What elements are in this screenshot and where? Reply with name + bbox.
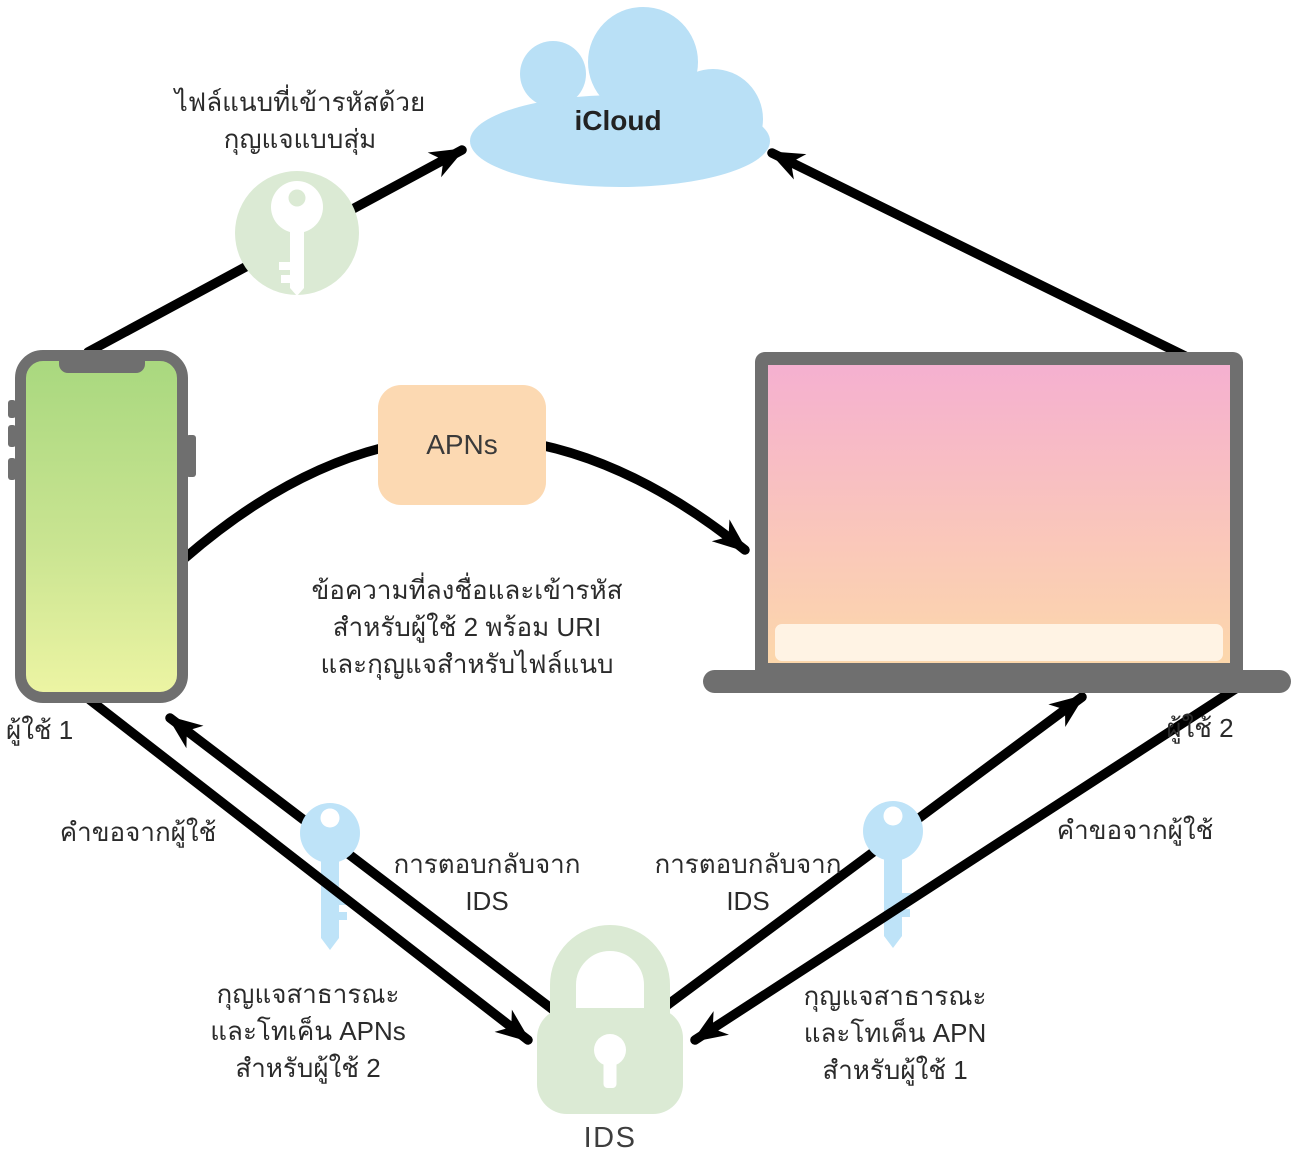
arrow-ids-to-phone (165, 713, 561, 1017)
phone-power-button (186, 435, 196, 477)
arrow-laptop-to-icloud (767, 148, 1190, 361)
request-from-user-right-label: คำขอจากผู้ใช้ (1056, 815, 1214, 845)
public-key-user1-annotation: กุญแจสาธารณะ และโทเค็น APN สำหรับผู้ใช้ … (803, 981, 987, 1085)
arrow-phone-to-ids (85, 695, 533, 1045)
public-key-icon-right (863, 801, 923, 948)
public-key-icon-left (300, 803, 360, 950)
user2-label: ผู้ใช้ 2 (1166, 713, 1234, 743)
laptop-screen-glare (775, 624, 1223, 661)
user2-laptop-base (703, 670, 1291, 693)
icloud-cloud-icon (470, 7, 770, 187)
user2-laptop-screen (755, 352, 1243, 676)
arrow-ids-to-laptop (653, 692, 1087, 1017)
public-key-user2-annotation: กุญแจสาธารณะ และโทเค็น APNs สำหรับผู้ใช้… (210, 979, 406, 1083)
apns-label: APNs (426, 429, 498, 460)
user1-iphone (15, 350, 188, 703)
phone-volume-button (8, 425, 16, 447)
signed-message-annotation: ข้อความที่ลงชื่อและเข้ารหัส สำหรับผู้ใช้… (311, 575, 623, 679)
phone-volume-button (8, 400, 16, 418)
user1-label: ผู้ใช้ 1 (6, 715, 74, 745)
ids-label: IDS (583, 1122, 637, 1154)
apns-node: APNs (378, 385, 546, 505)
attachment-key-annotation: ไฟล์แนบที่เข้ารหัสด้วย กุญแจแบบสุ่ม (174, 87, 426, 154)
random-key-badge-icon (235, 171, 359, 296)
ids-lock-icon (537, 925, 683, 1114)
phone-notch (58, 360, 145, 373)
phone-volume-button (8, 458, 16, 480)
request-from-user-left-label: คำขอจากผู้ใช้ (59, 817, 217, 847)
ids-response-right-label: การตอบกลับจาก IDS (654, 849, 842, 916)
arrow-laptop-to-ids (690, 681, 1245, 1045)
ids-response-left-label: การตอบกลับจาก IDS (393, 849, 581, 916)
icloud-label: iCloud (574, 105, 662, 136)
